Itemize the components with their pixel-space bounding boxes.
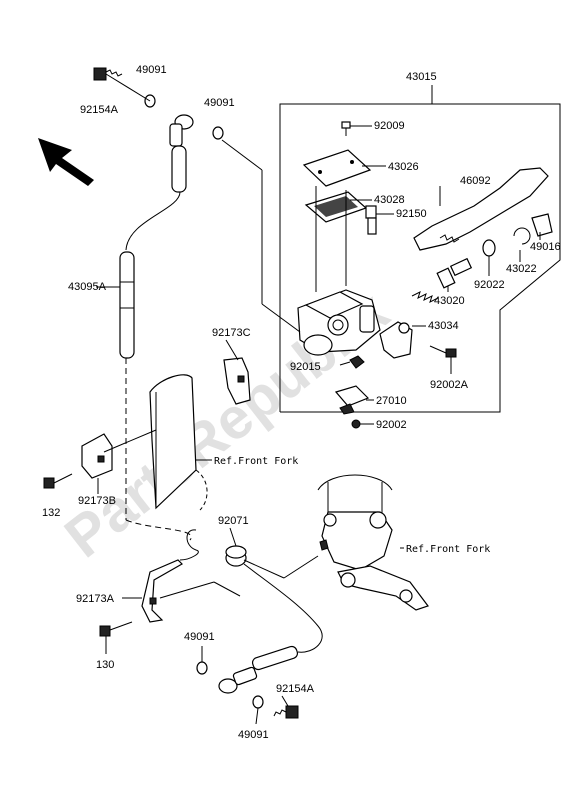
banjo-bolt-icon <box>365 205 377 235</box>
label-92173B: 92173B <box>78 495 116 507</box>
hose-guide-bracket <box>141 529 241 623</box>
label-49091-upper-b: 49091 <box>204 97 235 109</box>
washer-icon <box>482 239 496 257</box>
label-43028: 43028 <box>374 194 405 206</box>
grommet <box>225 545 319 579</box>
lower-washer-icon-2 <box>252 695 264 709</box>
upper-bolt-icon <box>93 67 123 81</box>
label-130: 130 <box>96 659 114 671</box>
label-92002A: 92002A <box>430 379 469 391</box>
label-92071: 92071 <box>218 515 249 527</box>
label-43020: 43020 <box>434 295 465 307</box>
ref-front-fork-upper: Ref.Front Fork <box>214 456 298 467</box>
front-fork-lower <box>317 474 429 611</box>
bracket-bolt-130-icon <box>99 621 133 637</box>
front-fork-upper <box>149 374 212 511</box>
label-92015: 92015 <box>290 361 321 373</box>
label-132: 132 <box>42 507 60 519</box>
banjo-fitting-upper <box>169 114 194 147</box>
label-27010: 27010 <box>376 395 407 407</box>
label-92009: 92009 <box>374 120 405 132</box>
lower-washer-icon <box>196 661 208 675</box>
brake-hose-lower <box>218 563 323 694</box>
label-43015: 43015 <box>406 71 437 83</box>
label-49016: 49016 <box>530 241 561 253</box>
label-92022: 92022 <box>474 279 505 291</box>
hose-clamp-upper <box>223 357 251 405</box>
circlip-icon <box>513 227 531 245</box>
nut-icon <box>349 355 365 369</box>
clamp-holder <box>379 321 413 359</box>
screw-icon <box>351 419 361 429</box>
label-92173A: 92173A <box>76 593 115 605</box>
label-46092: 46092 <box>460 175 491 187</box>
lower-bolt-icon <box>273 705 299 719</box>
label-49091-lower-a: 49091 <box>184 631 215 643</box>
clamp-bolt-132-icon <box>43 473 73 489</box>
label-43034: 43034 <box>428 320 459 332</box>
label-49091-upper-a: 49091 <box>136 64 167 76</box>
brake-switch <box>334 385 370 415</box>
label-92002: 92002 <box>376 419 407 431</box>
reservoir-cap <box>302 149 372 187</box>
front-direction-arrow-icon <box>38 138 94 186</box>
leader-lines <box>315 125 541 425</box>
bolt-icon <box>429 345 457 358</box>
label-92154A-upper: 92154A <box>80 104 119 116</box>
master-cylinder-body <box>297 289 381 356</box>
label-43095A: 43095A <box>68 281 107 293</box>
label-49091-lower-b: 49091 <box>238 729 269 741</box>
label-43026: 43026 <box>388 161 419 173</box>
label-92173C: 92173C <box>212 327 251 339</box>
pivot-cover <box>531 213 553 237</box>
assembly-outline <box>279 85 561 413</box>
ref-front-fork-lower: Ref.Front Fork <box>406 544 490 555</box>
hose-clamp-lower <box>81 429 157 479</box>
brake-lever <box>413 167 549 251</box>
upper-washer-icon-2 <box>212 126 224 140</box>
label-43022: 43022 <box>506 263 537 275</box>
label-92150: 92150 <box>396 208 427 220</box>
cap-screw-icon <box>341 121 351 136</box>
reservoir-diaphragm <box>304 191 368 223</box>
label-92154A-lower: 92154A <box>276 683 315 695</box>
piston-kit <box>411 257 473 303</box>
brake-hose <box>119 145 192 541</box>
